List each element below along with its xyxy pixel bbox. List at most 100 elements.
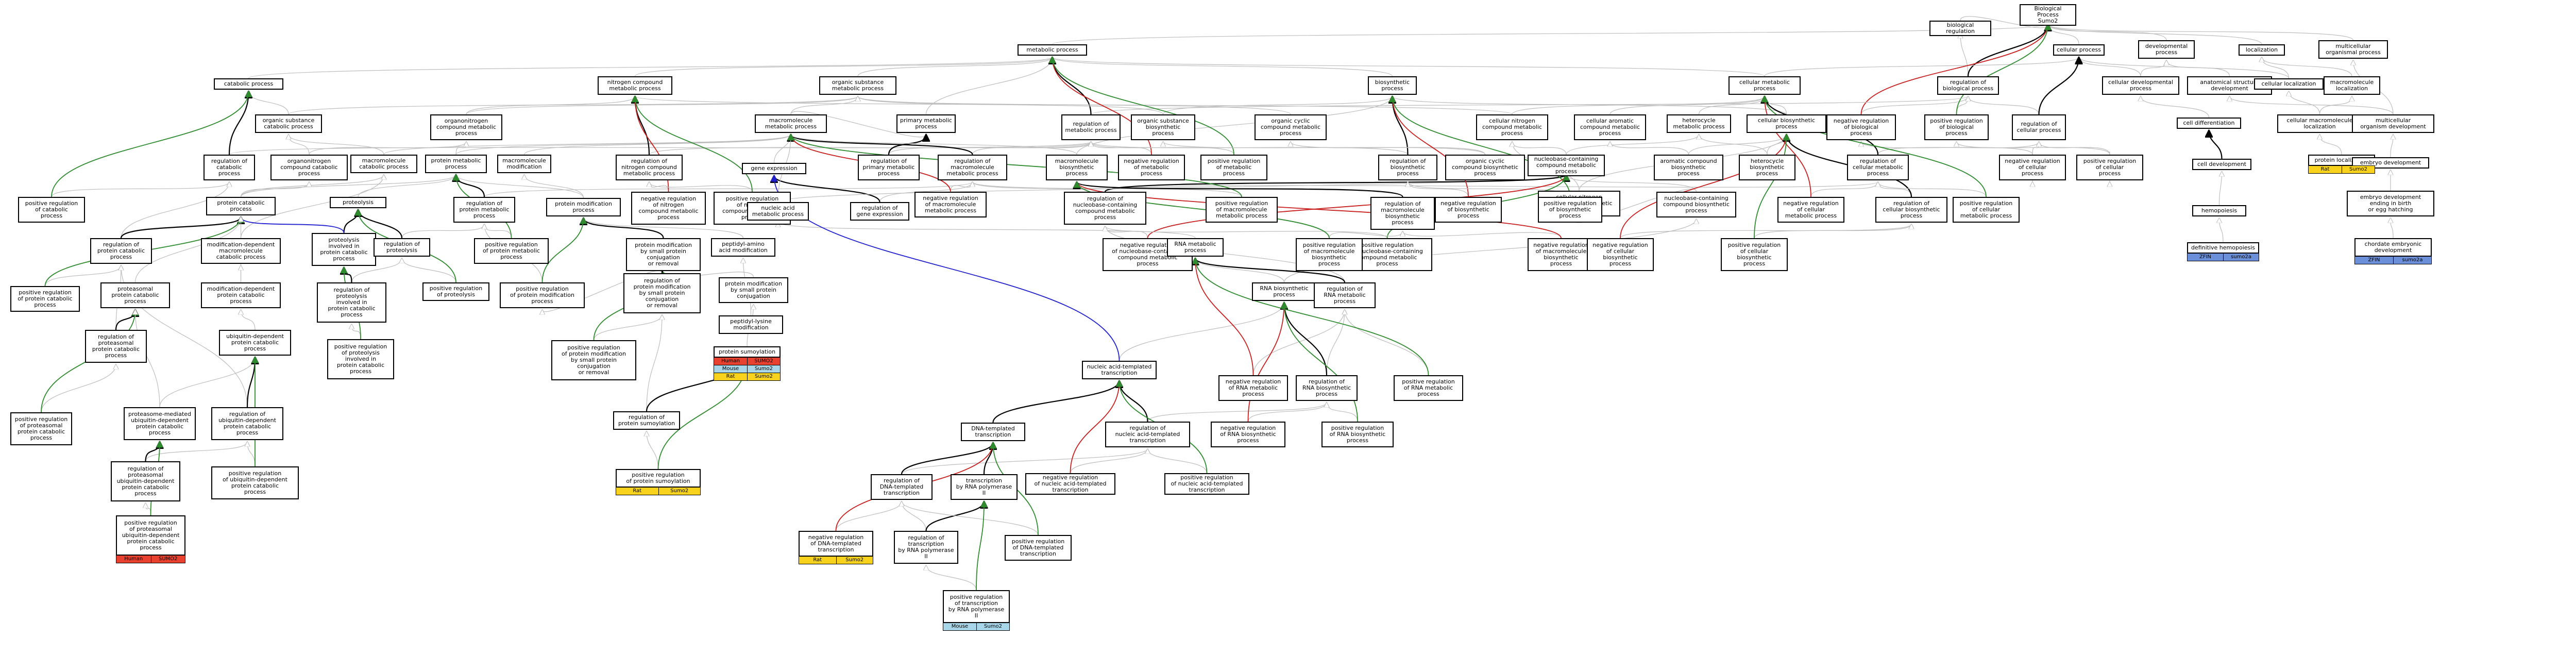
go-term-regprotmp[interactable]: regulation of protein metabolic process — [453, 197, 515, 223]
go-term-regcmp[interactable]: regulation of cellular metabolic process — [1847, 155, 1909, 180]
go-term-posregproteolysis[interactable]: positive regulation of proteolysis — [422, 282, 489, 301]
go-term-macroloc[interactable]: macromolecule localization — [2324, 76, 2380, 95]
go-term-acbp[interactable]: aromatic compound biosynthetic process — [1654, 155, 1723, 180]
go-term-regncbp[interactable]: regulation of nucleobase-containing comp… — [1064, 192, 1146, 225]
go-term-hetbp[interactable]: heterocycle biosynthetic process — [1739, 155, 1795, 180]
go-term-breg[interactable]: biological regulation — [1929, 21, 1991, 36]
go-term-dnat[interactable]: DNA-templated transcription — [961, 423, 1025, 441]
go-term-negregmbp[interactable]: negative regulation of macromolecule bio… — [1528, 238, 1595, 271]
go-term-posregtranspol2[interactable]: positive regulation of transcription by … — [943, 590, 1010, 623]
go-term-ncbp[interactable]: nucleobase-containing compound metabolic… — [1528, 155, 1605, 176]
go-term-regcbp[interactable]: regulation of cellular biosynthetic proc… — [1875, 197, 1947, 223]
go-term-negregbiosyn[interactable]: negative regulation of biosynthetic proc… — [1435, 197, 1502, 223]
go-term-biosyn[interactable]: biosynthetic process — [1368, 76, 1417, 95]
go-term-metab[interactable]: metabolic process — [1018, 44, 1087, 56]
go-term-celldevproc[interactable]: cellular developmental process — [2102, 76, 2179, 95]
go-term-regmmp[interactable]: regulation of macromolecule metabolic pr… — [938, 155, 1007, 180]
go-term-negregmetab[interactable]: negative regulation of metabolic process — [1118, 155, 1185, 180]
go-term-negregcbp[interactable]: negative regulation of cellular biosynth… — [1587, 238, 1654, 271]
go-term-regrnamp[interactable]: regulation of RNA metabolic process — [1314, 282, 1376, 308]
go-term-osbp[interactable]: organic substance biosynthetic process — [1131, 114, 1195, 140]
go-term-regproteolysis[interactable]: regulation of proteolysis — [374, 238, 430, 257]
go-term-negregnat[interactable]: negative regulation of nucleic acid-temp… — [1025, 473, 1115, 495]
go-term-posregmmp[interactable]: positive regulation of macromolecule met… — [1206, 197, 1278, 223]
go-term-protmp[interactable]: protein metabolic process — [425, 155, 487, 173]
go-term-regcell[interactable]: regulation of cellular process — [2012, 114, 2066, 140]
go-term-proteasomalubiq[interactable]: proteasome-mediated ubiquitin-dependent … — [124, 407, 196, 440]
go-term-posregmetab[interactable]: positive regulation of metabolic process — [1200, 155, 1267, 180]
go-term-pmp[interactable]: primary metabolic process — [896, 114, 956, 133]
go-term-multi[interactable]: multicellular organismal process — [2318, 40, 2388, 59]
go-term-regprotcataprot[interactable]: regulation of proteasomal protein catabo… — [85, 330, 147, 363]
go-term-regproteasomalubiq[interactable]: regulation of proteasomal ubiquitin-depe… — [111, 461, 180, 501]
go-term-cbp[interactable]: cellular biosynthetic process — [1747, 114, 1826, 133]
go-term-protmodsmall[interactable]: protein modification by small protein co… — [719, 277, 788, 303]
go-term-regprotmodconj[interactable]: regulation of protein modification by sm… — [623, 273, 701, 313]
go-term-posregprotsumo[interactable]: positive regulation of protein sumoylati… — [616, 469, 701, 488]
go-term-regncmp[interactable]: regulation of nitrogen compound metaboli… — [616, 155, 683, 180]
go-term-regrnabp[interactable]: regulation of RNA biosynthetic process — [1296, 375, 1358, 401]
go-term-posregcmp[interactable]: positive regulation of cellular metaboli… — [1953, 197, 2020, 223]
go-term-posregbio[interactable]: positive regulation of biological proces… — [1924, 114, 1989, 140]
go-term-nampp[interactable]: nucleic acid metabolic process — [747, 202, 809, 221]
go-term-regcatab[interactable]: regulation of catabolic process — [204, 155, 255, 180]
go-term-posregmbp[interactable]: positive regulation of macromolecule bio… — [1296, 238, 1363, 271]
go-term-defhemo[interactable]: definitive hemopoiesis — [2187, 242, 2259, 254]
go-term-regpmp[interactable]: regulation of primary metabolic process — [858, 155, 920, 180]
go-term-cellloc[interactable]: cellular localization — [2254, 78, 2324, 90]
go-term-moddepmacro[interactable]: modification-dependent macromolecule cat… — [201, 238, 281, 264]
go-term-proteasomal[interactable]: proteasomal protein catabolic process — [100, 282, 170, 308]
go-term-posregprotmodconj[interactable]: positive regulation of protein modificat… — [551, 340, 636, 380]
go-term-posregprotmp[interactable]: positive regulation of protein metabolic… — [474, 238, 549, 264]
go-term-moddepprot[interactable]: modification-dependent protein catabolic… — [201, 282, 281, 308]
go-term-posregprotmod[interactable]: positive regulation of protein modificat… — [500, 282, 585, 308]
go-term-geneexp[interactable]: gene expression — [742, 163, 806, 174]
go-term-regdnat[interactable]: regulation of DNA-templated transcriptio… — [871, 474, 933, 500]
go-term-protmodconj[interactable]: protein modification by small protein co… — [626, 238, 701, 271]
go-term-negregcmp[interactable]: negative regulation of cellular metaboli… — [1777, 197, 1844, 223]
go-term-acmp[interactable]: cellular aromatic compound metabolic pro… — [1574, 114, 1646, 140]
go-term-posregproteasomalubiq[interactable]: positive regulation of proteasomal ubiqu… — [116, 515, 185, 556]
go-term-oscp[interactable]: organic substance catabolic process — [255, 114, 322, 133]
go-term-celldiff[interactable]: cell differentiation — [2177, 118, 2241, 129]
go-term-cellproc[interactable]: cellular process — [2053, 44, 2105, 56]
go-term-ncmp[interactable]: nitrogen compound metabolic process — [598, 76, 672, 95]
go-term-nat[interactable]: nucleic acid-templated transcription — [1082, 361, 1157, 379]
go-term-occbp[interactable]: organic cyclic compound biosynthetic pro… — [1445, 155, 1525, 180]
go-term-posregprotinvcat[interactable]: positive regulation of proteolysis invol… — [327, 339, 394, 379]
go-term-protcat[interactable]: protein catabolic process — [206, 197, 276, 215]
go-term-regprotsumo[interactable]: regulation of protein sumoylation — [613, 411, 680, 430]
go-term-cellmacroloc[interactable]: cellular macromolecule localization — [2277, 114, 2362, 133]
go-term-ubiqdep[interactable]: ubiquitin-dependent protein catabolic pr… — [219, 330, 291, 356]
go-term-protinvcat[interactable]: proteolysis involved in protein cataboli… — [312, 233, 376, 266]
go-term-protsumo[interactable]: protein sumoylation — [714, 346, 781, 358]
go-term-regprotinvcat[interactable]: regulation of proteolysis involved in pr… — [317, 282, 386, 323]
go-term-reggeneexp[interactable]: regulation of gene expression — [850, 202, 909, 221]
go-term-negregrnamp[interactable]: negative regulation of RNA metabolic pro… — [1218, 375, 1288, 401]
go-term-posregbiosyn[interactable]: positive regulation of biosynthetic proc… — [1538, 197, 1602, 223]
go-term-proteolysis[interactable]: proteolysis — [330, 197, 386, 208]
go-term-regbiosyn[interactable]: regulation of biosynthetic process — [1378, 155, 1437, 180]
go-term-macromod[interactable]: macromolecule modification — [497, 155, 551, 173]
go-term-negregncmp[interactable]: negative regulation of nitrogen compound… — [631, 192, 706, 225]
go-term-embdevegg[interactable]: embryo development ending in birth or eg… — [2347, 191, 2434, 216]
go-term-posregrnamp[interactable]: positive regulation of RNA metabolic pro… — [1394, 375, 1463, 401]
go-term-rnamp[interactable]: RNA metabolic process — [1167, 238, 1224, 257]
go-term-posregubiq[interactable]: positive regulation of ubiquitin-depende… — [211, 466, 299, 499]
go-term-regnat[interactable]: regulation of nucleic acid-templated tra… — [1105, 422, 1190, 447]
go-term-macrocat[interactable]: macromolecule catabolic process — [350, 155, 417, 173]
go-term-negregmmp[interactable]: negative regulation of macromolecule met… — [914, 192, 987, 217]
go-term-negregcellproc[interactable]: negative regulation of cellular process — [1999, 155, 2066, 180]
go-term-negregbio[interactable]: negative regulation of biological proces… — [1826, 114, 1896, 140]
go-term-mbp[interactable]: macromolecule biosynthetic process — [1046, 155, 1108, 180]
go-term-peptidyllys[interactable]: peptidyl-lysine modification — [719, 315, 783, 334]
go-term-posregnat[interactable]: positive regulation of nucleic acid-temp… — [1164, 473, 1249, 495]
go-term-transpol2[interactable]: transcription by RNA polymerase II — [951, 474, 1018, 500]
go-term-protmod[interactable]: protein modification process — [546, 198, 621, 216]
go-term-chordemb[interactable]: chordate embryonic development — [2354, 238, 2432, 257]
go-term-negregdnat[interactable]: negative regulation of DNA-templated tra… — [799, 531, 873, 557]
go-term-regtranspol2[interactable]: regulation of transcription by RNA polym… — [894, 531, 958, 564]
go-term-regmetab[interactable]: regulation of metabolic process — [1061, 114, 1121, 140]
go-term-multidev[interactable]: multicellular organism development — [2352, 114, 2434, 133]
go-term-regprotcat[interactable]: regulation of protein catabolic process — [90, 238, 152, 264]
